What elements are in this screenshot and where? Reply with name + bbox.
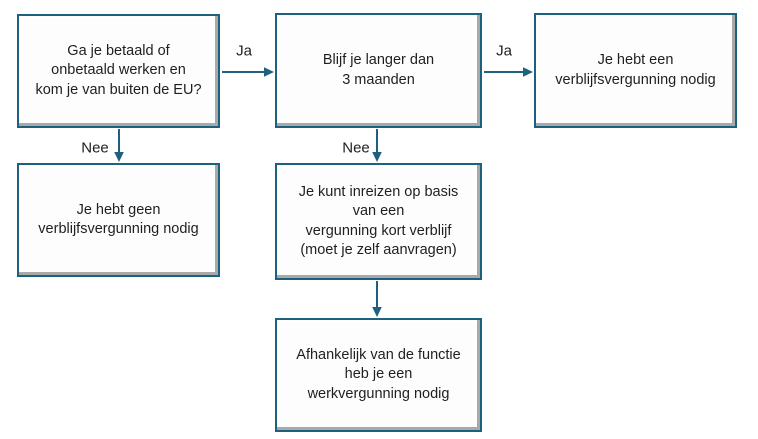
node-no-residence-permit: Je hebt geen verblijfsvergunning nodig: [17, 163, 220, 277]
node-work-permit-depends-on-function: Afhankelijk van de functie heb je een we…: [275, 318, 482, 432]
node-question-longer-than-3-months: Blijf je langer dan 3 maanden: [275, 13, 482, 128]
node-question-work-outside-eu: Ga je betaald of onbetaald werken en kom…: [17, 14, 220, 128]
edge-label-ja-work-to-duration: Ja: [236, 42, 252, 60]
edge-label-nee-work-to-no-permit: Nee: [81, 139, 109, 157]
node-short-stay-permit-text: Je kunt inreizen op basis van een vergun…: [298, 184, 459, 258]
edge-label-ja-duration-to-need-permit: Ja: [496, 42, 512, 60]
node-question-work-text: Ga je betaald of onbetaald werken en kom…: [35, 43, 202, 98]
node-need-residence-permit-text: Je hebt een verblijfsvergunning nodig: [555, 52, 716, 88]
arrow-work-to-no-permit: [114, 129, 124, 162]
node-no-residence-permit-text: Je hebt geen verblijfsvergunning nodig: [38, 201, 199, 237]
node-question-duration-text: Blijf je langer dan 3 maanden: [322, 52, 435, 88]
arrow-short-stay-to-work-permit: [372, 281, 382, 317]
arrow-work-to-duration: [222, 67, 274, 77]
edge-label-nee-duration-to-short-stay: Nee: [342, 139, 370, 157]
arrow-duration-to-short-stay: [372, 129, 382, 162]
node-work-permit-text: Afhankelijk van de functie heb je een we…: [296, 347, 461, 402]
arrow-duration-to-need-permit: [484, 67, 533, 77]
node-short-stay-permit: Je kunt inreizen op basis van een vergun…: [275, 163, 482, 280]
node-need-residence-permit: Je hebt een verblijfsvergunning nodig: [534, 13, 737, 128]
